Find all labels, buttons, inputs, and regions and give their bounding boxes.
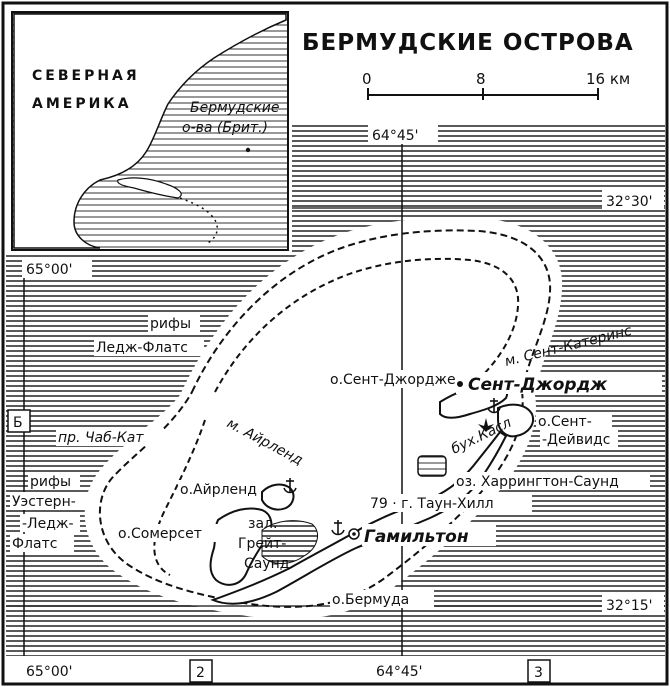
reefs-ledge-label-2: Ледж-Флатс [96,340,188,356]
grid-ref-b-box [7,409,31,433]
harrington-sound [417,455,447,477]
inset-north-america [13,13,287,249]
bermuda-main-island [210,430,508,605]
anchor-icon [487,398,501,414]
ireland-island-label: о.Айрленд [180,482,257,498]
reef-platform-halo [84,217,563,620]
st-georges-town-marker [457,381,463,387]
grid-ref-2-box [189,659,213,683]
hamilton-label: Гамильтон [364,527,469,547]
town-hill-label: 79 · г. Таун-Хилл [370,496,494,512]
great-sound-bay [261,520,319,564]
lat-upper-label: 32°30' [606,194,652,210]
lon-bottom-mid-label: 64°45' [376,664,422,680]
inset-map: СЕВЕРНАЯ АМЕРИКА Бермудские о-ва (Брит.) [11,11,289,251]
great-sound-label-3: Саунд [244,556,289,572]
map-title: БЕРМУДСКИЕ ОСТРОВА [302,30,634,56]
grid-ref-2: 2 [196,665,205,681]
scale-tick-8: 8 [476,70,486,88]
great-sound-label-1: зал. [248,516,277,532]
st-davids-label-2: -Дейвидс [542,432,610,448]
reefs-ledge-label-1: рифы [150,316,191,332]
inset-cuba [117,177,182,199]
grid-ref-b: Б [13,415,23,431]
lon-top-label: 64°45' [372,128,418,144]
lon-left-upper-label: 65°00' [26,262,72,278]
somerset-island-label: о.Сомерсет [118,526,202,542]
inset-islands-line2: о-ва (Брит.) [182,120,268,136]
reefs-west-label-2: Уэстерн- [12,494,76,510]
airport-icon [478,418,494,432]
inset-islands-line1: Бермудские [190,100,280,116]
reefs-west-label-4: Флатс [12,536,57,552]
lon-bottom-left-label: 65°00' [26,664,72,680]
inset-bermuda-dot [245,147,251,153]
st-davids-label-1: о.Сент- [538,414,592,430]
reef-inner-outline [153,257,520,576]
inset-continent-line1: СЕВЕРНАЯ [32,68,140,84]
harrington-sound-label: оз. Харрингтон-Саунд [456,474,619,490]
somerset-island [209,507,273,586]
grid-ref-3: 3 [534,665,543,681]
anchor-icon [331,520,345,536]
scale-tick-0: 0 [362,70,372,88]
scale-bar: 0 8 16 км [362,70,630,100]
ireland-island [261,483,295,511]
chub-cut-label: пр. Чаб-Кат [58,430,144,446]
reefs-west-label-3: -Ледж- [22,516,74,532]
st-georges-island-label: о.Сент-Джорджес [330,372,463,388]
scale-tick-16: 16 км [586,70,630,88]
grid-ref-3-box [527,659,551,683]
anchor-icon [283,478,297,494]
reefs-west-label-1: рифы [30,474,71,490]
st-georges-town-label: Сент-Джордж [468,375,608,395]
st-davids-island-shape [497,403,534,438]
lat-lower-label: 32°15' [606,598,652,614]
bermuda-island-label: о.Бермуда [332,592,409,608]
inset-continent-line2: АМЕРИКА [32,96,132,112]
great-sound-label-2: Грейт- [238,536,286,552]
